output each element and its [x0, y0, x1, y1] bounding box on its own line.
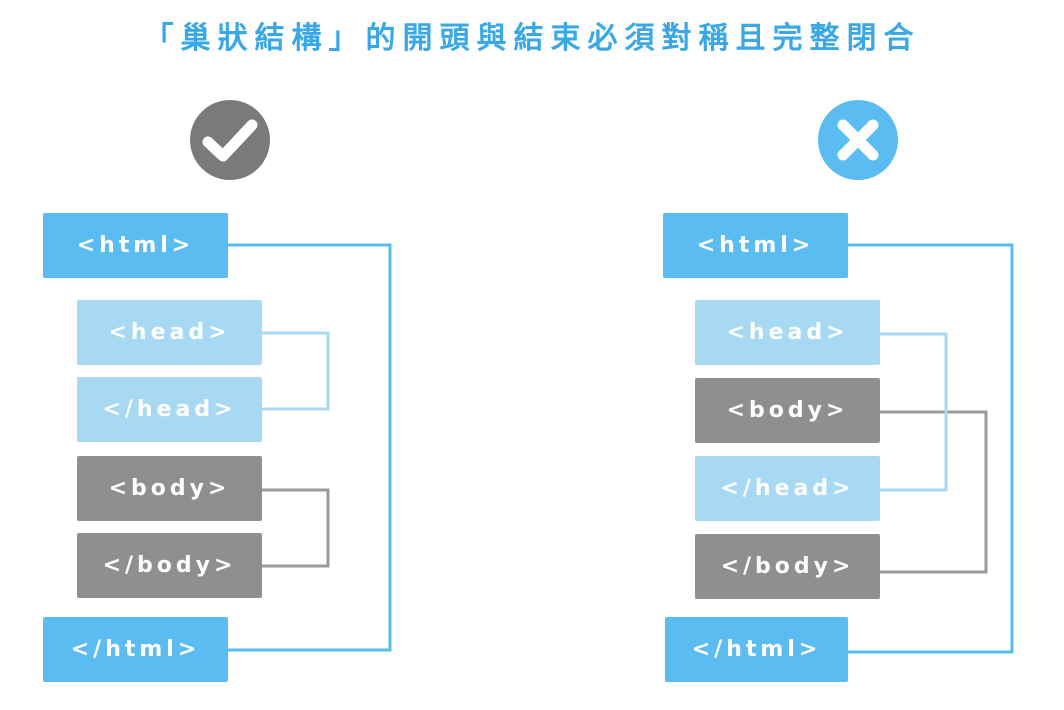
- correct-body-close-tag: </body>: [77, 533, 262, 598]
- check-icon: [190, 100, 270, 180]
- correct-html-bracket: [228, 243, 392, 652]
- correct-head-close-tag: </head>: [77, 377, 262, 442]
- wrong-html-open-tag: <html>: [663, 213, 848, 278]
- correct-head-open-tag: <head>: [77, 300, 262, 365]
- correct-html-close-tag: </html>: [43, 617, 228, 682]
- correct-body-bracket: [262, 488, 330, 568]
- wrong-body-bracket: [880, 410, 988, 574]
- wrong-head-open-tag: <head>: [695, 300, 880, 365]
- correct-html-open-tag: <html>: [43, 213, 228, 278]
- wrong-head-close-tag: </head>: [695, 456, 880, 521]
- wrong-body-open-tag: <body>: [695, 378, 880, 443]
- wrong-body-close-tag: </body>: [695, 534, 880, 599]
- wrong-html-bracket: [848, 243, 1014, 654]
- wrong-html-close-tag: </html>: [665, 617, 848, 682]
- correct-head-bracket: [262, 331, 330, 411]
- wrong-head-bracket: [880, 332, 948, 492]
- cross-icon: [818, 100, 898, 180]
- correct-body-open-tag: <body>: [77, 456, 262, 521]
- page-title: 「巢狀結構」的開頭與結束必須對稱且完整閉合: [143, 21, 921, 56]
